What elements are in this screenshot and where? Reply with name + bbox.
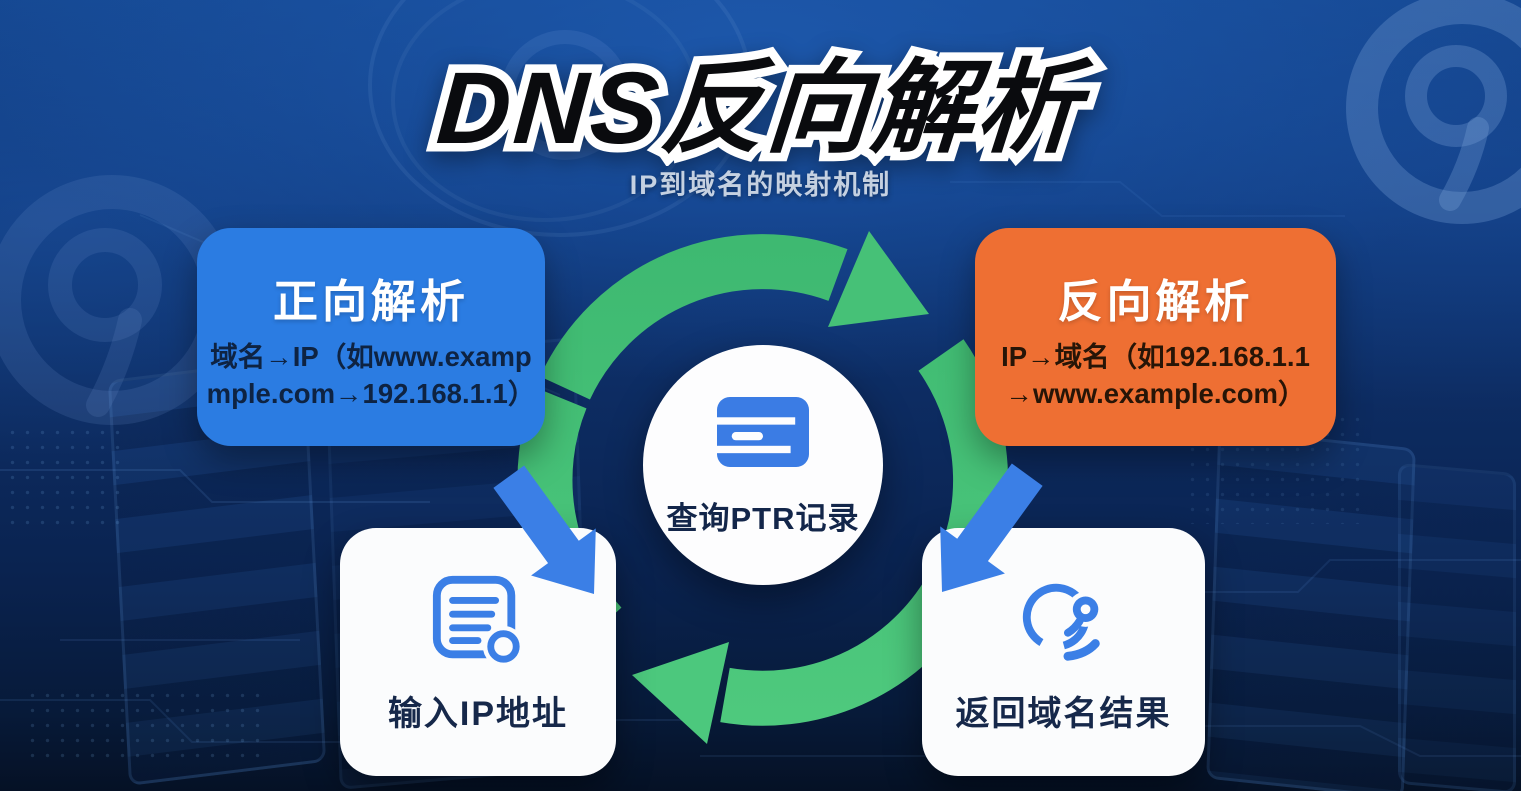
input-ip-card: 输入IP地址 — [340, 528, 616, 776]
domain-result-label: 返回域名结果 — [955, 695, 1172, 733]
server-rack-decor — [1398, 462, 1516, 791]
globe-search-icon — [1022, 583, 1103, 661]
ptr-query-node: 查询PTR记录 — [643, 345, 883, 585]
document-list-icon — [432, 575, 525, 668]
forward-resolution-box: 正向解析 域名→IP（如www.examp mple.com→192.168.1… — [197, 228, 545, 446]
page-subtitle: IP到域名的映射机制 — [629, 170, 892, 200]
forward-box-line2: mple.com→192.168.1.1） — [206, 378, 536, 409]
cycle-arrowhead-top-icon — [828, 231, 929, 327]
dot-grid-decor — [25, 688, 260, 766]
forward-box-line1: 域名→IP（如www.examp — [210, 341, 532, 372]
reverse-box-line2: →www.example.com） — [1005, 378, 1306, 409]
reverse-box-line1: IP→域名（如192.168.1.1 — [1001, 341, 1310, 372]
ptr-query-label: 查询PTR记录 — [666, 501, 860, 536]
page-title: DNS反向解析 — [433, 26, 1088, 173]
input-ip-label: 输入IP地址 — [387, 695, 569, 733]
cycle-arrowhead-bottom-icon — [632, 642, 729, 744]
dot-grid-decor — [5, 425, 120, 525]
reverse-box-title: 反向解析 — [1057, 276, 1254, 327]
credit-card-icon — [717, 397, 809, 467]
reverse-resolution-box: 反向解析 IP→域名（如192.168.1.1 →www.example.com… — [975, 228, 1336, 446]
domain-result-card: 返回域名结果 — [922, 528, 1205, 776]
forward-box-title: 正向解析 — [272, 276, 469, 327]
